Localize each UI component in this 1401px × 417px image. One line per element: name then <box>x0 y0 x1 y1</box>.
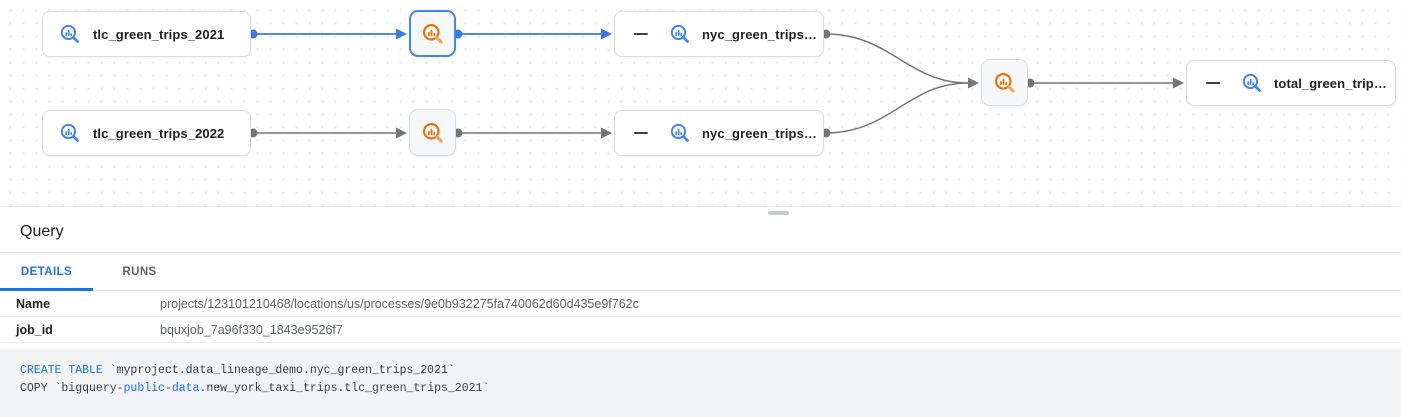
detail-value: bquxjob_7a96f330_1843e9526f7 <box>160 322 343 337</box>
detail-key: job_id <box>16 322 53 337</box>
detail-row-job-id: job_id bquxjob_7a96f330_1843e9526f7 <box>0 317 1401 343</box>
node-label: total_green_trip… <box>1274 75 1387 91</box>
detail-key: Name <box>16 296 51 311</box>
panel-resize-handle[interactable] <box>768 211 789 215</box>
sql-line-2: COPY `bigquery-public-data.new_york_taxi… <box>20 382 490 395</box>
table-node-nyc-green-trips-top[interactable]: nyc_green_trips… <box>614 11 824 57</box>
collapse-minus-icon[interactable] <box>634 132 648 134</box>
table-node-tlc-green-trips-2022[interactable]: tlc_green_trips_2022 <box>42 110 251 156</box>
bigquery-job-icon <box>421 22 445 46</box>
bigquery-table-icon <box>59 122 81 144</box>
lineage-canvas[interactable]: tlc_green_trips_2021 tlc_green_trips_202… <box>0 0 1401 207</box>
sql-line-1: CREATE TABLE `myproject.data_lineage_dem… <box>20 364 455 377</box>
bigquery-job-icon <box>993 71 1017 95</box>
bigquery-table-icon <box>59 23 81 45</box>
node-label: nyc_green_trips… <box>702 125 818 141</box>
process-node-selected[interactable] <box>409 10 456 57</box>
bigquery-table-icon <box>669 23 691 45</box>
details-panel: Query DETAILS RUNS Name projects/1231012… <box>0 207 1401 417</box>
process-node-merge[interactable] <box>981 59 1028 106</box>
node-label: nyc_green_trips… <box>702 26 818 42</box>
process-node[interactable] <box>409 109 456 156</box>
table-node-nyc-green-trips-bottom[interactable]: nyc_green_trips… <box>614 110 824 156</box>
tab-details[interactable]: DETAILS <box>0 253 93 291</box>
collapse-minus-icon[interactable] <box>634 33 648 35</box>
bigquery-table-icon <box>669 122 691 144</box>
node-label: tlc_green_trips_2021 <box>93 26 225 42</box>
collapse-minus-icon[interactable] <box>1206 82 1220 84</box>
node-label: tlc_green_trips_2022 <box>93 125 225 141</box>
bigquery-table-icon <box>1241 72 1263 94</box>
tab-runs[interactable]: RUNS <box>122 265 157 278</box>
table-node-tlc-green-trips-2021[interactable]: tlc_green_trips_2021 <box>42 11 251 57</box>
bigquery-job-icon <box>421 121 445 145</box>
sql-code-block: CREATE TABLE `myproject.data_lineage_dem… <box>0 349 1401 417</box>
panel-title: Query <box>20 223 64 240</box>
table-node-total-green-trips[interactable]: total_green_trip… <box>1186 60 1396 106</box>
detail-row-name: Name projects/123101210468/locations/us/… <box>0 291 1401 317</box>
detail-value: projects/123101210468/locations/us/proce… <box>160 296 639 311</box>
panel-tabs: DETAILS RUNS <box>0 253 1401 291</box>
